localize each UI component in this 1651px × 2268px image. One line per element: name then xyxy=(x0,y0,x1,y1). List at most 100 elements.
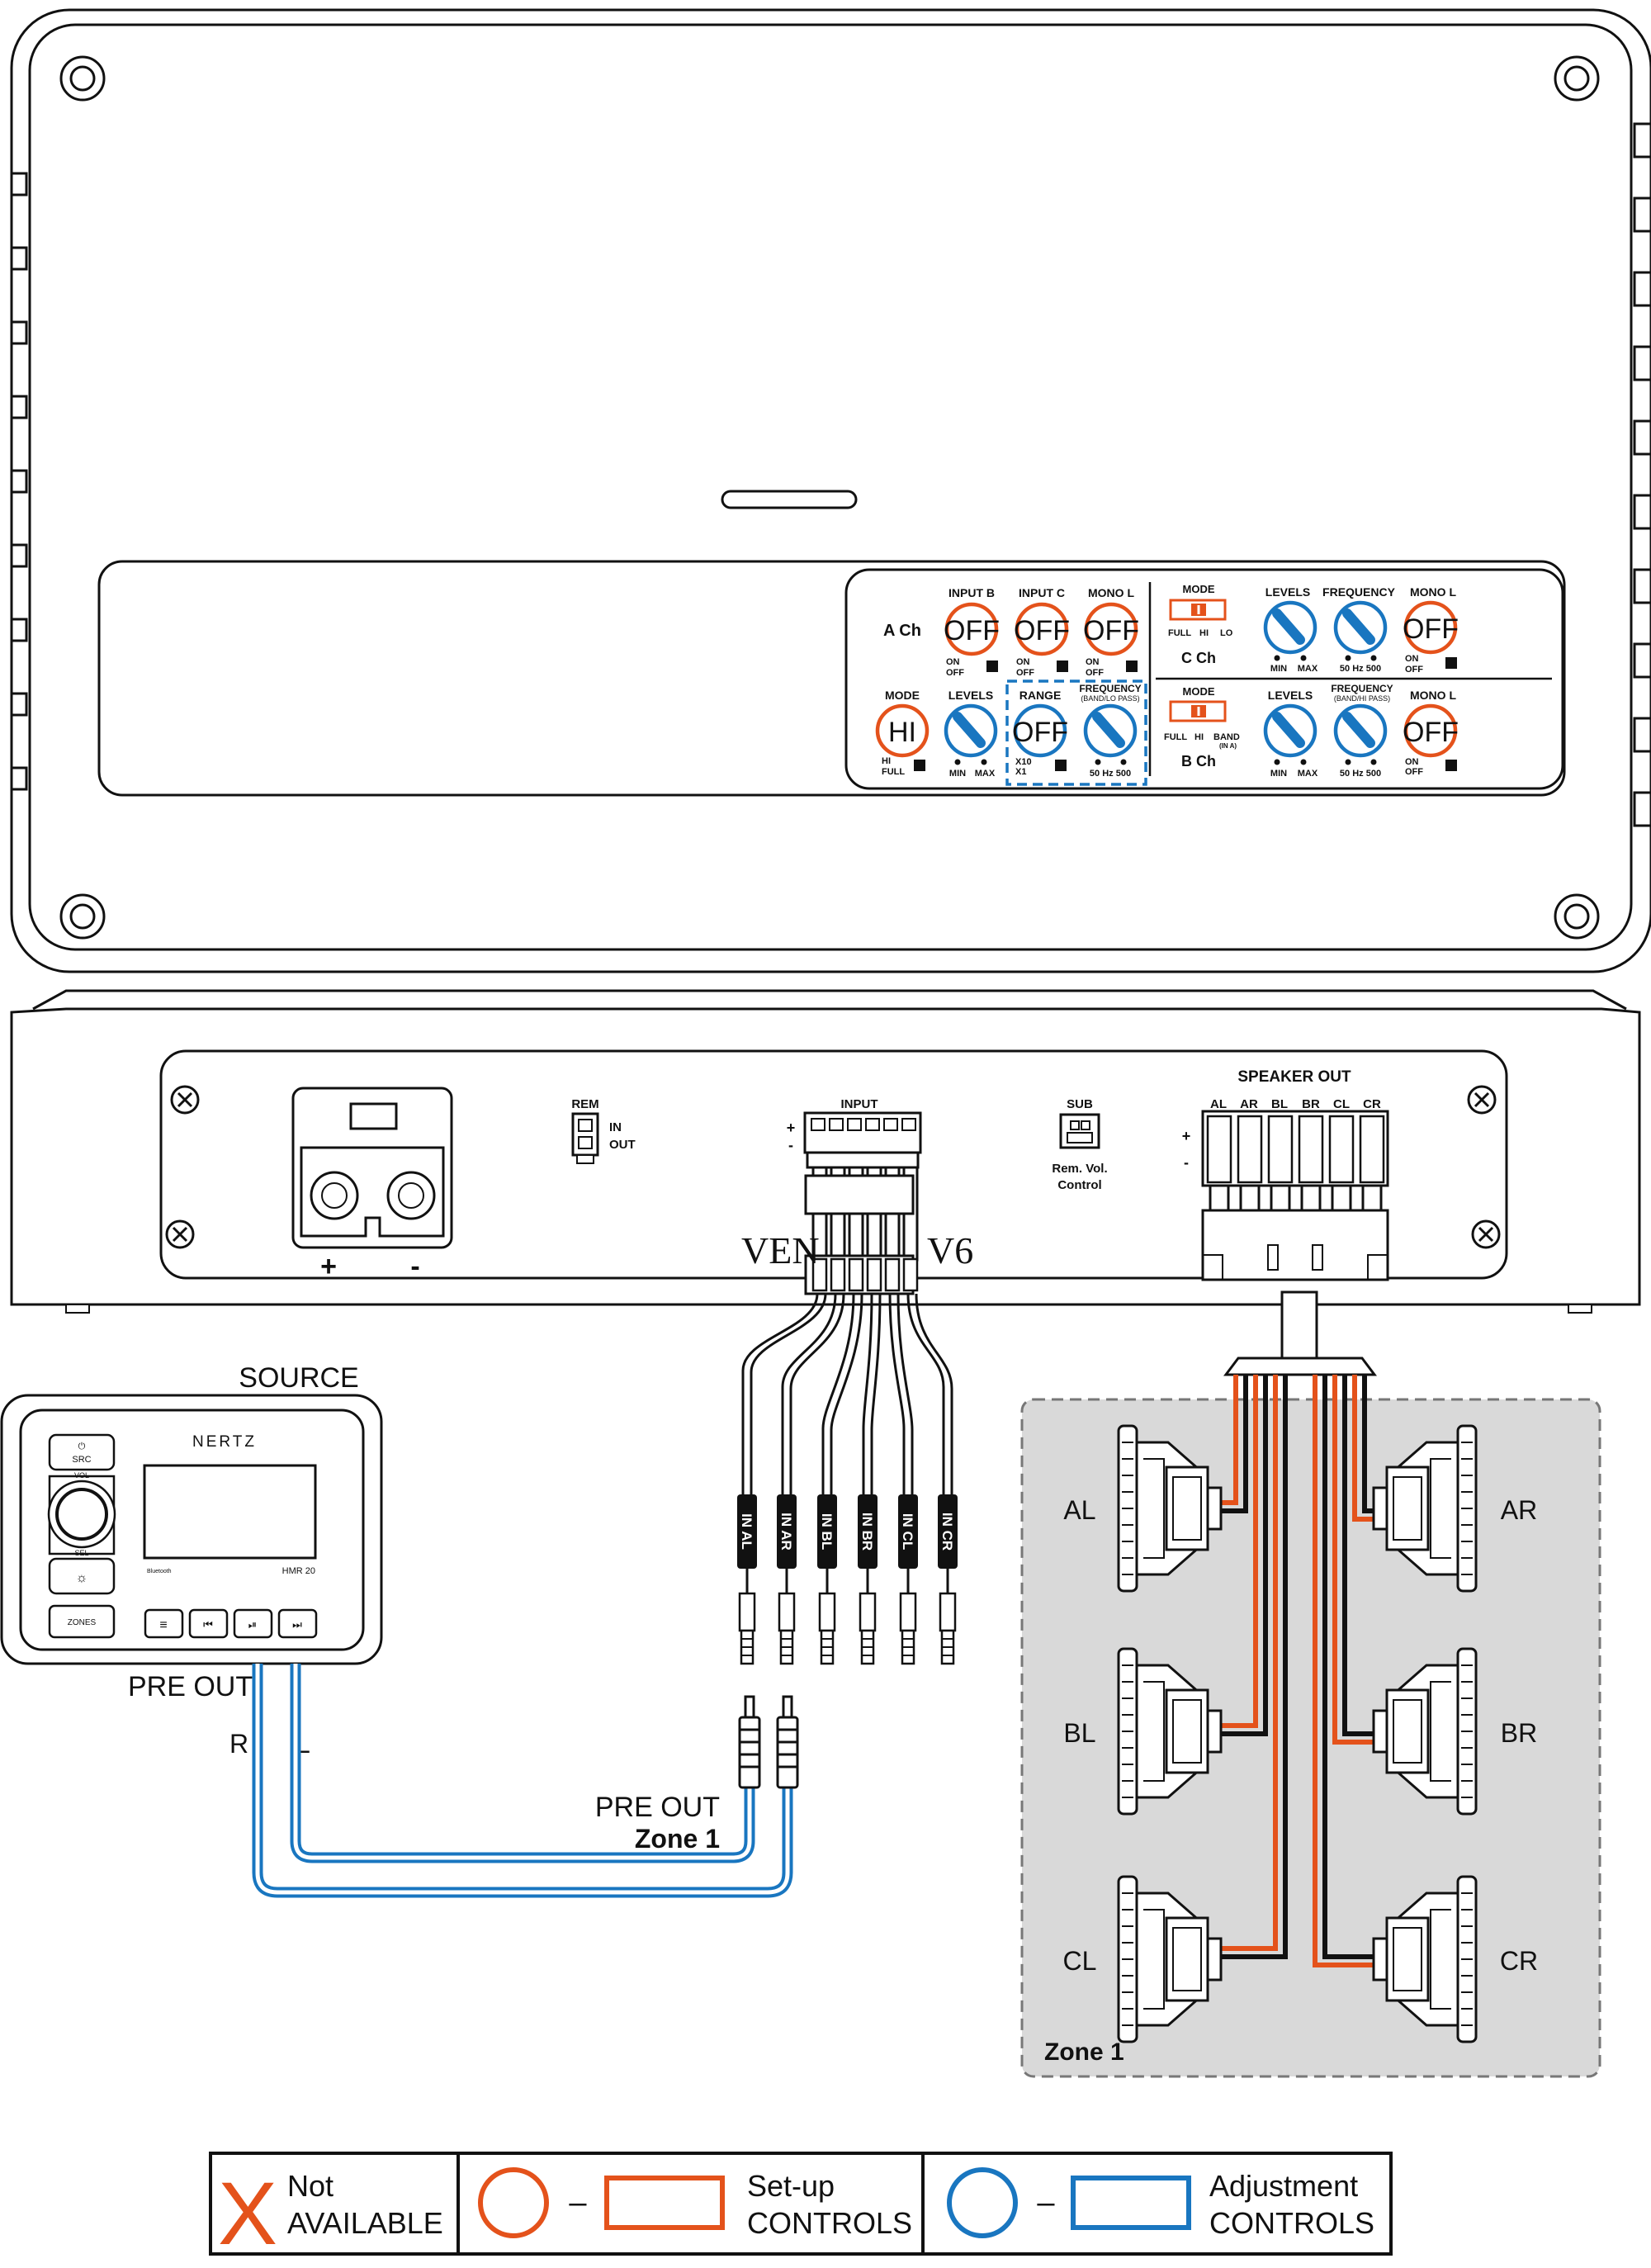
legend-adjust-1: Adjustment xyxy=(1209,2169,1358,2203)
input-minus-label: - xyxy=(788,1137,793,1153)
x1-label: X1 xyxy=(1015,767,1026,777)
mono-l-label: MONO L xyxy=(1410,689,1456,702)
next-button[interactable]: ⏭ xyxy=(277,1608,318,1639)
mono-l-a-switch[interactable]: OFF xyxy=(1083,602,1139,656)
min-label: MIN xyxy=(949,769,966,779)
mono-l-label: MONO L xyxy=(1410,585,1456,599)
right-fins xyxy=(1633,122,1651,827)
b-ch-levels-knob[interactable] xyxy=(1263,703,1317,758)
full-label: FULL xyxy=(1164,732,1187,742)
control-panel: A Ch INPUT B INPUT C MONO L OFF OFF OFF … xyxy=(844,568,1564,790)
c-ch-label: C Ch xyxy=(1181,650,1216,666)
brand-right-text: V6 xyxy=(927,1229,973,1271)
input-harness xyxy=(741,1293,953,1494)
brand-left-text: VEN xyxy=(741,1229,820,1271)
input-connector[interactable] xyxy=(803,1111,922,1295)
b-ch-frequency-knob[interactable] xyxy=(1333,703,1388,758)
c-ch-mono-l-switch[interactable]: OFF xyxy=(1403,600,1459,655)
pre-out-label: PRE OUT xyxy=(128,1671,253,1702)
pre-out-zone-line2: Zone 1 xyxy=(635,1824,720,1854)
c-ch-mode-slider[interactable] xyxy=(1169,599,1227,621)
speaker-out-channel-labels: AL AR BL BR CL CR xyxy=(1210,1097,1381,1111)
lo-label: LO xyxy=(1220,628,1233,638)
rem-connector[interactable] xyxy=(571,1112,599,1164)
speaker-channel-al: AL xyxy=(1210,1097,1227,1111)
source-brand: NERTZ xyxy=(192,1433,257,1451)
power-icon: ⏻ xyxy=(78,1442,86,1451)
svg-text:OFF: OFF xyxy=(1083,615,1139,646)
on-label: ON xyxy=(1016,657,1030,667)
hz-range-label: 50 Hz 500 xyxy=(1090,769,1131,779)
levels-label: LEVELS xyxy=(948,689,993,702)
x10-label: X10 xyxy=(1015,757,1032,767)
brightness-button[interactable]: ☼ xyxy=(48,1557,116,1595)
menu-button[interactable]: ≡ xyxy=(144,1608,184,1639)
pre-out-r-label: R xyxy=(229,1729,248,1759)
range-label: RANGE xyxy=(1019,689,1062,702)
band-hi-pass-label: (BAND/HI PASS) xyxy=(1334,694,1390,703)
pre-out-rca-plugs xyxy=(738,1695,799,1789)
speaker-label-cl: CL xyxy=(1063,1946,1097,1976)
b-ch-mode-slider[interactable] xyxy=(1169,700,1227,722)
levels-label: LEVELS xyxy=(1268,689,1313,702)
speaker-harness xyxy=(1223,1290,1377,1376)
play-pause-icon: ⏯ xyxy=(248,1618,257,1631)
source-head-unit: NERTZ ⏻ SRC VOL SEL ☼ Bluetooth HMR 20 Z… xyxy=(0,1394,383,1665)
speaker-out-connector[interactable] xyxy=(1201,1110,1389,1281)
rem-label: REM xyxy=(571,1097,598,1111)
input-c-switch[interactable]: OFF xyxy=(1014,602,1070,656)
bluetooth-label: Bluetooth xyxy=(147,1569,172,1574)
rca-label-in-ar: IN AR xyxy=(778,1513,794,1551)
speaker-label-ar: AR xyxy=(1501,1495,1537,1525)
c-ch-levels-knob[interactable] xyxy=(1263,600,1317,655)
range-switch[interactable]: OFF xyxy=(1012,703,1068,758)
play-pause-button[interactable]: ⏯ xyxy=(233,1608,273,1639)
input-plus-label: + xyxy=(787,1120,796,1136)
rca-label-in-bl: IN BL xyxy=(819,1513,835,1550)
off-label: OFF xyxy=(1086,668,1104,678)
src-button[interactable]: ⏻ SRC xyxy=(48,1433,116,1471)
zones-button[interactable]: ZONES xyxy=(48,1604,116,1639)
sel-label: SEL xyxy=(74,1549,88,1557)
legend-setup-2: CONTROLS xyxy=(747,2206,912,2240)
hz-range-label: 50 Hz 500 xyxy=(1340,664,1381,674)
input-c-label: INPUT C xyxy=(1019,586,1065,599)
mode-label: MODE xyxy=(1183,685,1215,698)
input-label: INPUT xyxy=(841,1097,878,1111)
power-minus-label: - xyxy=(410,1251,419,1282)
input-b-switch[interactable]: OFF xyxy=(944,602,1000,656)
left-fins xyxy=(10,172,28,791)
c-ch-frequency-knob[interactable] xyxy=(1333,600,1388,655)
volume-knob[interactable] xyxy=(47,1475,116,1555)
svg-text:HI: HI xyxy=(888,717,916,748)
hz-range-label: 50 Hz 500 xyxy=(1340,769,1381,779)
mode-label: MODE xyxy=(1183,583,1215,595)
a-ch-frequency-knob[interactable] xyxy=(1083,703,1138,758)
legend: X Not AVAILABLE – Set-up CONTROLS – Adju… xyxy=(209,2152,1393,2263)
a-ch-mode-switch[interactable]: HI xyxy=(875,703,930,758)
sub-rem-vol-connector[interactable] xyxy=(1059,1113,1100,1149)
power-terminal[interactable] xyxy=(291,1087,453,1249)
legend-dash: – xyxy=(569,2185,587,2220)
model-label: HMR 20 xyxy=(282,1566,315,1576)
vol-label: VOL xyxy=(74,1471,89,1480)
hi-label: HI xyxy=(1199,628,1209,638)
max-label: MAX xyxy=(1298,769,1318,779)
screw-icon xyxy=(1471,1219,1501,1249)
speaker-out-label: SPEAKER OUT xyxy=(1237,1068,1351,1086)
b-ch-mono-l-switch[interactable]: OFF xyxy=(1403,703,1459,758)
off-label: OFF xyxy=(1405,665,1423,675)
screw-icon xyxy=(1467,1085,1497,1115)
on-label: ON xyxy=(1405,757,1419,767)
off-label: OFF xyxy=(1016,668,1034,678)
max-label: MAX xyxy=(975,769,996,779)
previous-icon: ⏮ xyxy=(203,1618,213,1631)
min-label: MIN xyxy=(1270,664,1287,674)
frequency-label: FREQUENCY xyxy=(1331,683,1393,694)
input-b-label: INPUT B xyxy=(948,586,995,599)
on-label: ON xyxy=(1086,657,1100,667)
previous-button[interactable]: ⏮ xyxy=(188,1608,229,1639)
speaker-out-plus: + xyxy=(1182,1128,1191,1144)
a-ch-levels-knob[interactable] xyxy=(944,703,998,758)
pre-out-zone-line1: PRE OUT xyxy=(595,1792,720,1823)
